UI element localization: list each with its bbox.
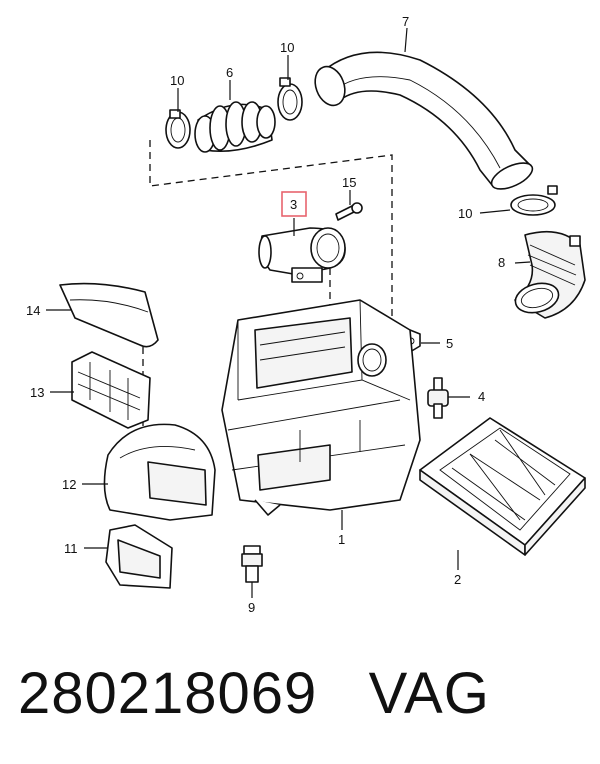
part-13-grille [71, 351, 151, 429]
exploded-parts-diagram: 10 6 10 7 10 8 3 15 5 4 1 2 9 11 12 13 1… [26, 14, 586, 615]
callout-3: 3 [290, 197, 297, 212]
part-7-intake-hose [314, 51, 534, 190]
part-10-clamp-right [510, 185, 558, 216]
part-11-end-piece [105, 524, 173, 589]
part-4-rubber-mount [427, 377, 449, 419]
part-caption: 280218069 VAG [18, 660, 490, 727]
part-3-sensor-housing [258, 227, 346, 283]
callout-2: 2 [454, 572, 461, 587]
callout-10-top: 10 [280, 40, 294, 55]
part-12-intake-duct [103, 423, 216, 521]
callout-8: 8 [498, 255, 505, 270]
callout-labels: 10 6 10 7 10 8 3 15 5 4 1 2 9 11 12 13 1… [26, 14, 505, 615]
part-1-air-filter-housing [221, 299, 421, 516]
part-10-clamp-left [165, 109, 191, 149]
part-10-clamp-top [277, 77, 303, 121]
callout-7: 7 [402, 14, 409, 29]
callout-9: 9 [248, 600, 255, 615]
part-number: 280218069 [18, 661, 318, 726]
callout-14: 14 [26, 303, 40, 318]
callout-4: 4 [478, 389, 485, 404]
part-14-cover [59, 282, 159, 348]
part-15-screw [335, 202, 363, 221]
callout-10-left: 10 [170, 73, 184, 88]
callout-6: 6 [226, 65, 233, 80]
part-2-filter-element [419, 417, 586, 556]
part-8-elbow-connector [514, 230, 586, 319]
callout-13: 13 [30, 385, 44, 400]
callout-15: 15 [342, 175, 356, 190]
caption-spacer [317, 661, 368, 726]
callout-5: 5 [446, 336, 453, 351]
part-9-sensor [241, 545, 263, 583]
callout-1: 1 [338, 532, 345, 547]
leader-lines [46, 27, 531, 598]
callout-12: 12 [62, 477, 76, 492]
callout-11: 11 [64, 541, 78, 556]
callout-10-right: 10 [458, 206, 472, 221]
brand-name: VAG [368, 661, 490, 726]
callout-3-highlight-box [281, 191, 307, 217]
part-6-bellows-hose [194, 101, 276, 153]
